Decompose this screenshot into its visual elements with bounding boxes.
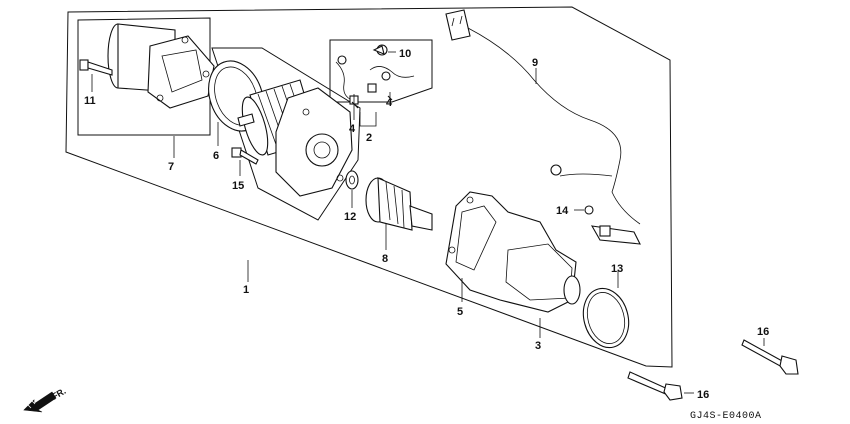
callout-13: 13 — [611, 263, 623, 275]
callout-4-right: 4 — [386, 97, 393, 109]
callout-11: 11 — [84, 95, 96, 107]
callout-6: 6 — [213, 150, 219, 162]
callout-10: 10 — [399, 48, 411, 60]
front-direction-label: FR. — [50, 386, 68, 402]
callout-1: 1 — [243, 284, 249, 296]
callout-15: 15 — [232, 180, 244, 192]
callout-16-upper: 16 — [757, 326, 769, 338]
callout-14: 14 — [556, 205, 569, 217]
front-direction-arrow — [23, 391, 57, 413]
callout-16-lower: 16 — [697, 389, 709, 401]
bolt-11 — [79, 59, 113, 76]
terminal-14 — [584, 205, 641, 245]
callout-12: 12 — [344, 211, 356, 223]
callout-5: 5 — [457, 306, 463, 318]
callout-2: 2 — [366, 132, 372, 144]
assembly-boundary — [65, 6, 673, 368]
brush-group-box — [329, 39, 433, 103]
motor-case-box — [77, 17, 211, 136]
pinion-housing — [445, 191, 581, 313]
motor-case — [107, 23, 215, 109]
rear-housing — [275, 87, 353, 197]
callout-7: 7 — [168, 161, 174, 173]
starter-clutch-8 — [365, 177, 433, 231]
callout-9: 9 — [532, 57, 538, 69]
bolt-16-upper — [741, 339, 799, 375]
callout-8: 8 — [382, 253, 388, 265]
wire-harness-9 — [445, 9, 641, 225]
o-ring-13 — [582, 287, 630, 349]
bolt-16-lower — [627, 371, 683, 401]
leader-lines — [91, 51, 765, 394]
callout-4-left: 4 — [349, 123, 356, 135]
washer-12 — [345, 170, 359, 190]
diagram-code: GJ4S-E0400A — [690, 411, 762, 422]
callout-3: 3 — [535, 340, 541, 352]
screw-15 — [231, 147, 259, 165]
armature-frame — [211, 47, 361, 221]
